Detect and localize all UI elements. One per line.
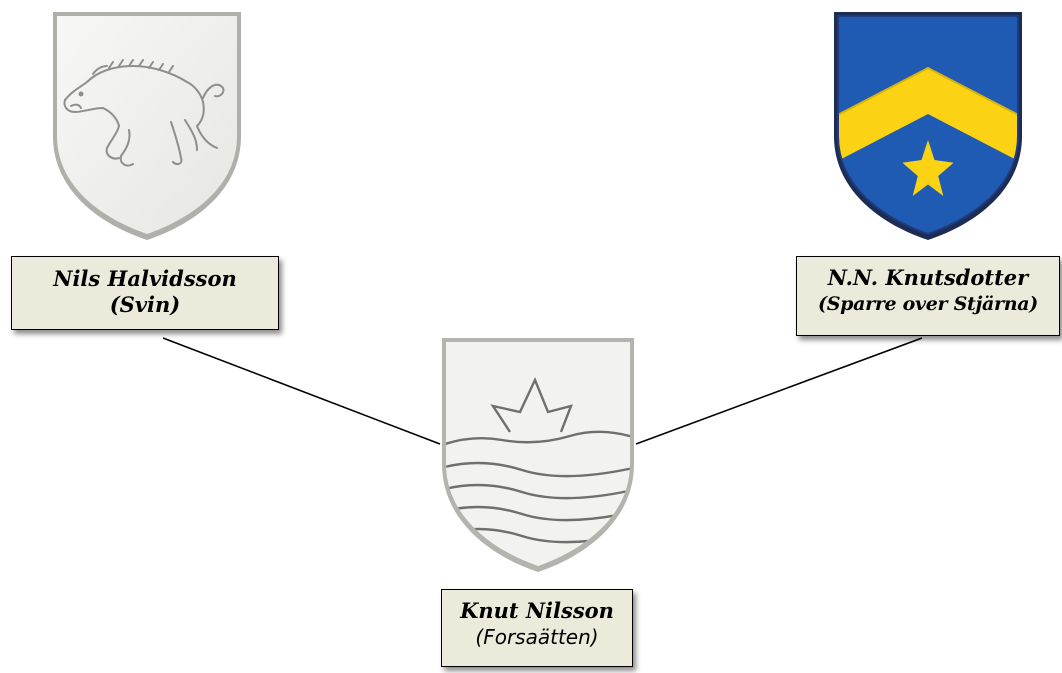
person-arms-knut: (Forsaätten): [475, 625, 599, 649]
shield-boar-icon: [53, 12, 241, 240]
person-name-nn: N.N. Knutsdotter: [827, 265, 1029, 290]
person-name-knut: Knut Nilsson: [460, 598, 614, 623]
connector-nn-to-knut: [635, 337, 923, 445]
connector-nils-to-knut: [162, 337, 441, 445]
person-box-nils-halvidsson: Nils Halvidsson (Svin): [11, 256, 279, 330]
person-arms-nils: (Svin): [109, 292, 181, 317]
person-arms-nn: (Sparre over Stjärna): [818, 293, 1038, 315]
person-box-nn-knutsdotter: N.N. Knutsdotter (Sparre over Stjärna): [796, 256, 1060, 336]
shield-chevron-star-icon: [834, 12, 1022, 240]
shield-star-waves-icon: [442, 338, 634, 572]
person-name-nils: Nils Halvidsson: [53, 266, 237, 291]
person-box-knut-nilsson: Knut Nilsson (Forsaätten): [441, 589, 633, 667]
